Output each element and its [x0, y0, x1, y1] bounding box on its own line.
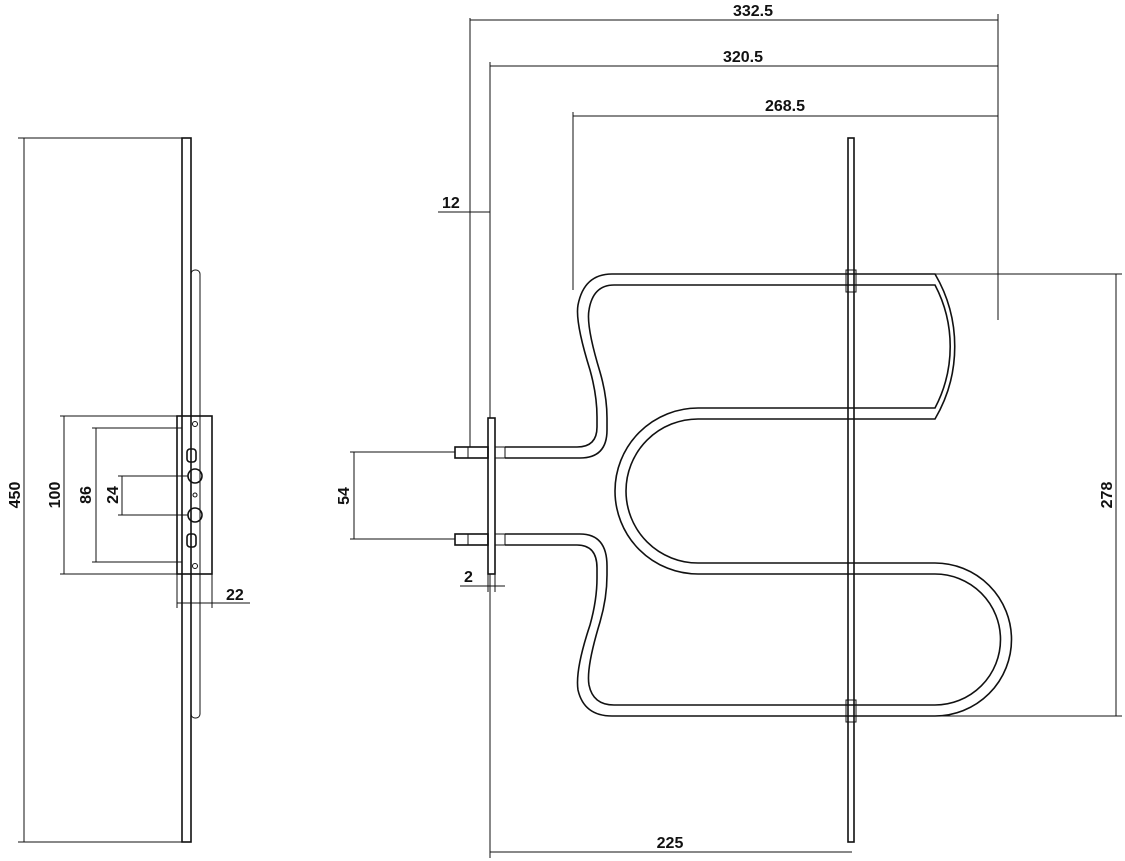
dim-element-height: 278 — [1099, 482, 1116, 509]
side-plate — [181, 137, 192, 843]
sheath-stub-bottom — [494, 533, 506, 546]
dim-terminal-spacing: 54 — [336, 487, 353, 505]
bracket-clamp-top — [845, 269, 857, 293]
front-view: 332.5 320.5 268.5 12 54 2 278 225 — [336, 3, 1122, 858]
dim-loop-width: 268.5 — [765, 98, 805, 115]
heating-tube-inner — [505, 284, 1002, 706]
dim-flange-thickness: 2 — [464, 569, 473, 586]
flange-hole-top — [192, 421, 198, 427]
side-flange — [176, 415, 213, 575]
dim-body-width: 320.5 — [723, 49, 763, 66]
terminal-slot-bottom — [186, 533, 197, 548]
dim-terminal-offset: 12 — [442, 195, 460, 212]
dim-flange-depth: 22 — [226, 587, 244, 604]
flange-hole-bottom — [192, 563, 198, 569]
support-bracket — [847, 137, 855, 843]
side-rear-tube — [190, 269, 201, 719]
heating-tube-outer — [505, 273, 1013, 717]
dim-hole-pitch-inner: 24 — [105, 486, 122, 504]
front-flange — [487, 417, 496, 575]
dim-flange-height: 100 — [47, 482, 64, 509]
terminal-slot-top — [186, 448, 197, 463]
dim-hole-pitch-outer: 86 — [78, 486, 95, 504]
terminal-bottom — [454, 533, 489, 546]
center-hole — [192, 492, 198, 498]
dim-overall-length: 450 — [7, 482, 24, 509]
sheath-stub-top — [494, 446, 506, 459]
dim-overall-width: 332.5 — [733, 3, 773, 20]
dim-bracket-position: 225 — [657, 835, 684, 852]
side-view: 450 100 86 24 22 — [7, 137, 250, 843]
bracket-clamp-bottom — [845, 699, 857, 723]
terminal-top — [454, 446, 489, 459]
